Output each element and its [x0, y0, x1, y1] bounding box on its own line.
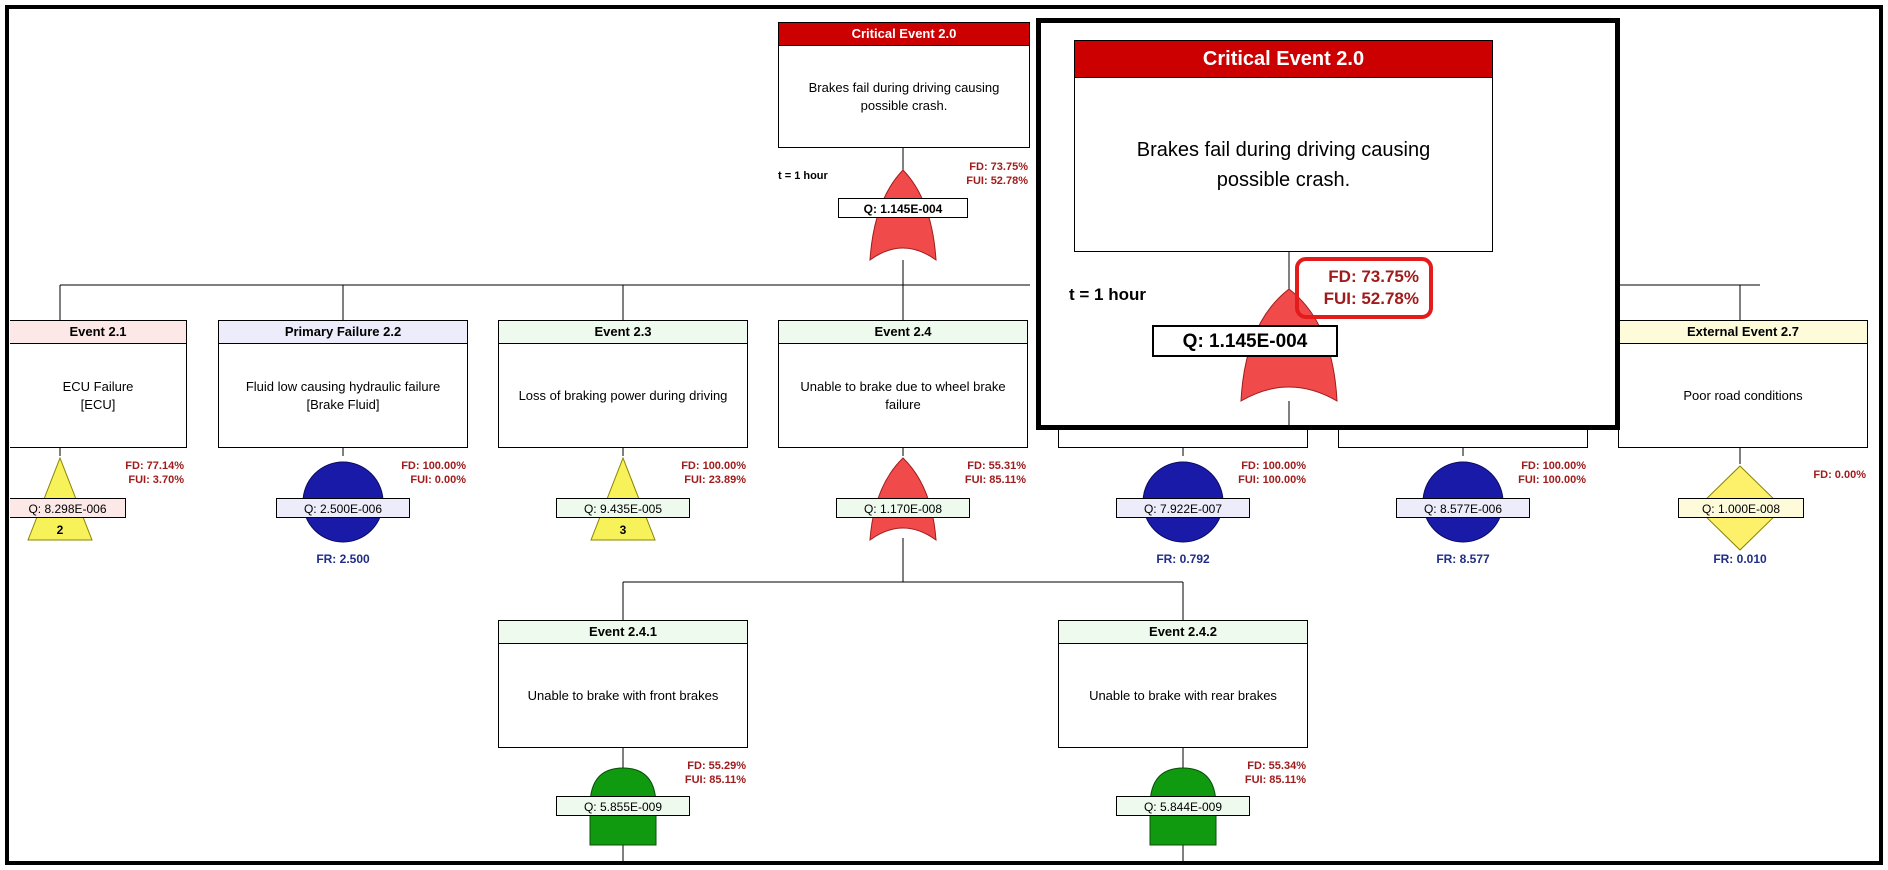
event-2-4-2-description: Unable to brake with rear brakes [1059, 644, 1307, 747]
event-2-1-description: ECU Failure [ECU] [10, 344, 186, 447]
event-2-4-title: Event 2.4 [779, 321, 1027, 344]
event-2-2-line1: Fluid low causing hydraulic failure [245, 378, 441, 394]
event-2-1-fd-fui: FD: 77.14% FUI: 3.70% [90, 459, 184, 487]
event-2-4-1-fd: FD: 55.29% [687, 760, 746, 772]
inset-top-event-title: Critical Event 2.0 [1075, 41, 1492, 78]
event-2-5-fr: FR: 0.792 [1156, 552, 1210, 566]
outer-border [5, 5, 1883, 865]
event-2-1-fd: FD: 77.14% [125, 460, 184, 472]
event-2-3-description: Loss of braking power during driving [499, 344, 747, 447]
event-2-4-line1: Unable to brake due to wheel brake [800, 378, 1006, 394]
event-2-1-line2: [ECU] [80, 396, 116, 412]
event-2-3-fd: FD: 100.00% [681, 460, 746, 472]
event-2-7-q: Q: 1.000E-008 [1678, 498, 1804, 518]
top-event-description: Brakes fail during driving causing possi… [779, 46, 1029, 147]
event-2-5-fd-fui: FD: 100.00% FUI: 100.00% [1210, 459, 1306, 487]
event-2-6-fd: FD: 100.00% [1521, 460, 1586, 472]
event-2-2-description: Fluid low causing hydraulic failure [Bra… [219, 344, 467, 447]
event-2-2-fd-fui: FD: 100.00% FUI: 0.00% [370, 459, 466, 487]
event-2-4-1-title: Event 2.4.1 [499, 621, 747, 644]
event-2-4-2-fd: FD: 55.34% [1247, 760, 1306, 772]
event-2-4-box[interactable]: Event 2.4 Unable to brake due to wheel b… [778, 320, 1028, 448]
event-2-1-line1: ECU Failure [62, 378, 134, 394]
event-2-4-1-fui: FUI: 85.11% [684, 774, 746, 786]
event-2-4-1-fd-fui: FD: 55.29% FUI: 85.11% [650, 759, 746, 787]
event-2-5-q: Q: 7.922E-007 [1116, 498, 1250, 518]
highlight-box [1295, 257, 1433, 319]
inset-description-text: Brakes fail during driving causing possi… [1136, 138, 1431, 191]
event-2-4-1-box[interactable]: Event 2.4.1 Unable to brake with front b… [498, 620, 748, 748]
event-2-4-2-box[interactable]: Event 2.4.2 Unable to brake with rear br… [1058, 620, 1308, 748]
event-2-4-2-fui: FUI: 85.11% [1244, 774, 1306, 786]
event-2-4-q: Q: 1.170E-008 [836, 498, 970, 518]
event-2-7-fd: FD: 0.00% [1813, 469, 1866, 481]
event-2-7-title: External Event 2.7 [1619, 321, 1867, 344]
top-event-title: Critical Event 2.0 [779, 23, 1029, 46]
inset-top-event-description: Brakes fail during driving causing possi… [1075, 78, 1492, 251]
inset-q: Q: 1.145E-004 [1152, 325, 1338, 357]
inset-fd-text: FD: 73.75% [1328, 267, 1419, 286]
event-2-6-fd-fui: FD: 100.00% FUI: 100.00% [1490, 459, 1586, 487]
event-2-6-q: Q: 8.577E-006 [1396, 498, 1530, 518]
event-2-7-line1: Poor road conditions [1683, 387, 1803, 403]
event-2-7-description: Poor road conditions [1619, 344, 1867, 447]
event-2-4-1-text: Unable to brake with front brakes [527, 687, 719, 703]
event-2-2-box[interactable]: Primary Failure 2.2 Fluid low causing hy… [218, 320, 468, 448]
event-2-2-q: Q: 2.500E-006 [276, 498, 410, 518]
event-2-4-1-q: Q: 5.855E-009 [556, 796, 690, 816]
event-2-5-fui: FUI: 100.00% [1238, 474, 1306, 486]
event-2-4-fd: FD: 55.31% [967, 460, 1026, 472]
event-2-4-fd-fui: FD: 55.31% FUI: 85.11% [930, 459, 1026, 487]
event-2-4-description: Unable to brake due to wheel brake failu… [779, 344, 1027, 447]
event-2-4-1-description: Unable to brake with front brakes [499, 644, 747, 747]
inset-top-event-box: Critical Event 2.0 Brakes fail during dr… [1074, 40, 1493, 252]
event-2-4-2-text: Unable to brake with rear brakes [1089, 687, 1277, 703]
event-2-2-title: Primary Failure 2.2 [219, 321, 467, 344]
event-2-4-2-q: Q: 5.844E-009 [1116, 796, 1250, 816]
event-2-2-fui: FUI: 0.00% [410, 474, 466, 486]
event-2-1-q: Q: 8.298E-006 [10, 498, 126, 518]
event-2-4-line2: failure [885, 396, 921, 412]
event-2-1-title: Event 2.1 [10, 321, 186, 344]
event-2-3-title: Event 2.3 [499, 321, 747, 344]
inset-canvas [1240, 252, 1433, 425]
event-2-3-q: Q: 9.435E-005 [556, 498, 690, 518]
top-event-box[interactable]: Critical Event 2.0 Brakes fail during dr… [778, 22, 1030, 148]
zoom-inset: Critical Event 2.0 Brakes fail during dr… [1036, 18, 1620, 430]
event-2-4-2-fd-fui: FD: 55.34% FUI: 85.11% [1210, 759, 1306, 787]
event-2-6-fui: FUI: 100.00% [1518, 474, 1586, 486]
event-2-6-fr: FR: 8.577 [1436, 552, 1490, 566]
top-fui-text: FUI: 52.78% [966, 175, 1028, 187]
inset-time-label: t = 1 hour [1069, 285, 1146, 304]
event-2-7-box[interactable]: External Event 2.7 Poor road conditions [1618, 320, 1868, 448]
top-event-fd-fui: FD: 73.75% FUI: 52.78% [930, 160, 1028, 188]
transfer-number: 2 [56, 523, 64, 537]
inset-fd-fui: FD: 73.75% FUI: 52.78% [1303, 266, 1419, 310]
event-2-3-line1: Loss of braking power during driving [518, 387, 728, 403]
event-2-3-fui: FUI: 23.89% [684, 474, 746, 486]
event-2-3-box[interactable]: Event 2.3 Loss of braking power during d… [498, 320, 748, 448]
time-label: t = 1 hour [778, 170, 828, 182]
event-2-2-line2: [Brake Fluid] [306, 396, 380, 412]
top-fd-text: FD: 73.75% [969, 161, 1028, 173]
event-2-4-fui: FUI: 85.11% [964, 474, 1026, 486]
event-2-5-fd: FD: 100.00% [1241, 460, 1306, 472]
event-2-7-fr: FR: 0.010 [1713, 552, 1767, 566]
event-2-2-fd: FD: 100.00% [401, 460, 466, 472]
event-2-2-fr: FR: 2.500 [316, 552, 370, 566]
transfer-number: 3 [619, 523, 627, 537]
event-2-3-fd-fui: FD: 100.00% FUI: 23.89% [650, 459, 746, 487]
event-2-1-box[interactable]: Event 2.1 ECU Failure [ECU] [10, 320, 187, 448]
top-event-description-text: Brakes fail during driving causing possi… [808, 79, 1000, 113]
event-2-4-2-title: Event 2.4.2 [1059, 621, 1307, 644]
inset-fui-text: FUI: 52.78% [1323, 289, 1419, 308]
event-2-1-fui: FUI: 3.70% [128, 474, 184, 486]
top-event-q: Q: 1.145E-004 [838, 198, 968, 218]
